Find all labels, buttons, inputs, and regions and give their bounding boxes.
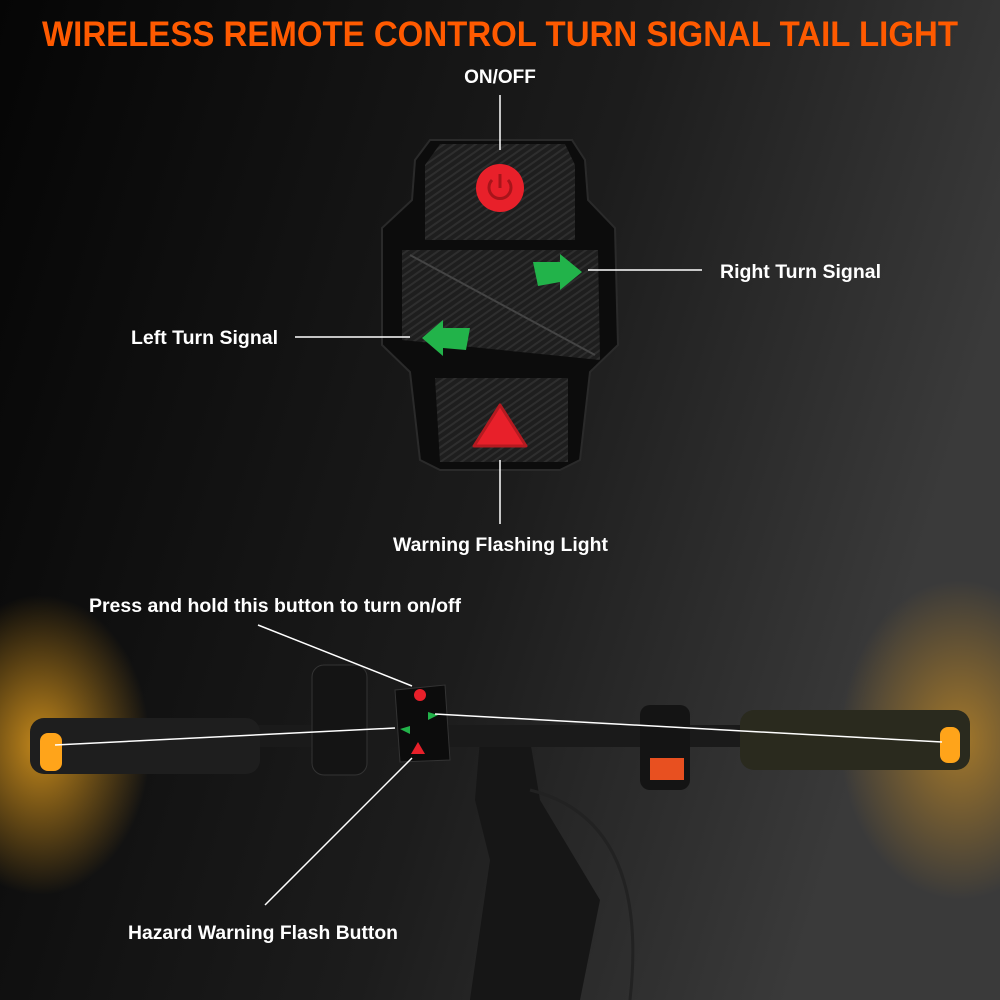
small-warning-button[interactable]: [411, 742, 425, 754]
tail-light: [650, 758, 684, 780]
label-on-off: ON/OFF: [464, 67, 536, 88]
warning-button[interactable]: [472, 403, 528, 448]
power-icon: [487, 174, 513, 200]
small-left-arrow[interactable]: [400, 726, 410, 734]
page-title: WIRELESS REMOTE CONTROL TURN SIGNAL TAIL…: [42, 15, 958, 54]
right-signal-light: [940, 727, 960, 763]
label-left-turn: Left Turn Signal: [131, 328, 278, 349]
label-press-hold: Press and hold this button to turn on/of…: [89, 596, 462, 617]
label-warning: Warning Flashing Light: [393, 535, 609, 556]
label-hazard: Hazard Warning Flash Button: [128, 923, 398, 944]
left-signal-light: [40, 733, 62, 771]
right-arrow-button[interactable]: [533, 254, 582, 290]
small-right-arrow[interactable]: [428, 712, 438, 720]
remote-small: [394, 684, 451, 763]
remote-large: [381, 139, 620, 471]
callout-lines: [54, 95, 943, 906]
right-grip: [740, 710, 970, 770]
label-right-turn: Right Turn Signal: [720, 262, 881, 283]
small-power-button[interactable]: [414, 689, 426, 701]
left-arrow-button[interactable]: [422, 320, 470, 356]
left-grip: [30, 718, 260, 774]
